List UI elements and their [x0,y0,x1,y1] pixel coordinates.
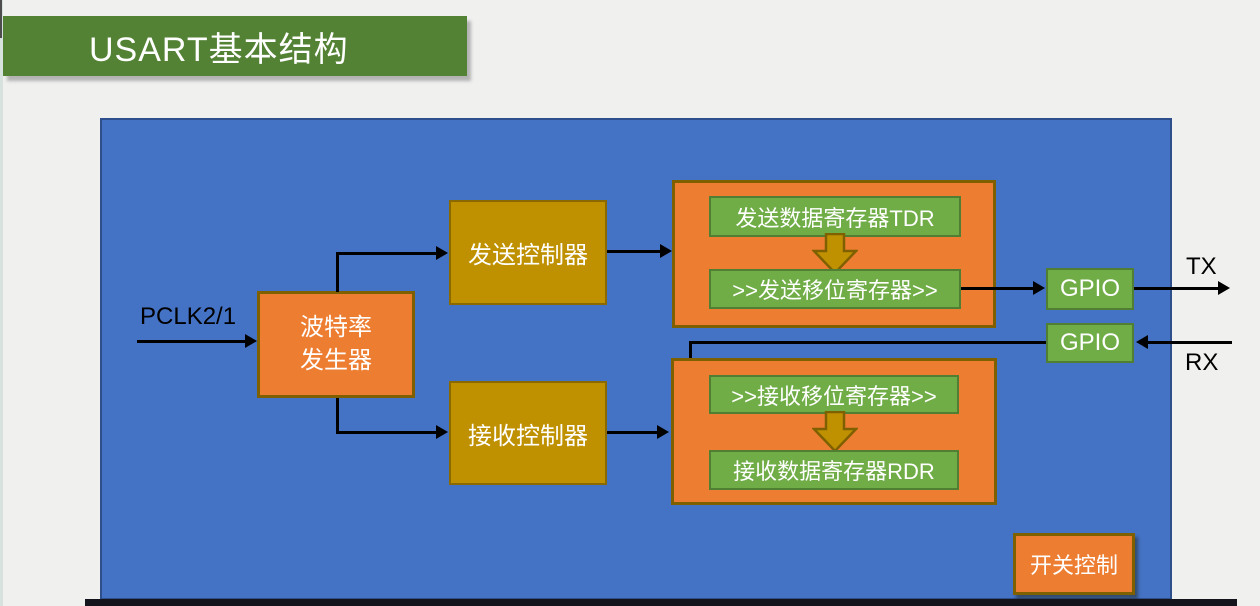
gpio-tx-label: GPIO [1059,275,1120,302]
title-bar: USART基本结构 [3,16,467,76]
gpio-to-rxshift-line-horizontal [689,341,1046,344]
tx-pin-label: TX [1186,253,1217,280]
tx-controller-arrowhead-icon [660,244,672,258]
rx-controller-box: 接收控制器 [449,381,607,485]
rx-shift-register-box: >>接收移位寄存器>> [709,375,959,414]
shift-to-gpio-arrowhead-icon [1033,281,1045,295]
tx-controller-label: 发送控制器 [468,242,588,269]
pclk-line [137,340,247,343]
rdr-register-box: 接收数据寄存器RDR [709,450,959,490]
baud-to-tx-line-horizontal [336,252,436,255]
gpio-tx-box: GPIO [1046,268,1134,310]
baud-to-rx-line-horizontal [336,431,436,434]
tx-out-line [1134,287,1220,290]
baud-to-tx-line-vertical [336,252,339,292]
tdr-register-box: 发送数据寄存器TDR [709,196,961,237]
tx-controller-box: 发送控制器 [449,200,607,305]
pclk-label: PCLK2/1 [140,303,237,330]
screen-left-edge [0,0,3,606]
switch-control-box: 开关控制 [1013,533,1135,595]
rx-shift-register-label: >>接收移位寄存器>> [731,383,937,409]
tx-shift-register-box: >>发送移位寄存器>> [709,269,961,309]
gpio-rx-box: GPIO [1046,323,1134,363]
tx-out-arrowhead-icon [1218,281,1230,295]
page-title: USART基本结构 [89,30,349,69]
shift-to-rdr-arrow-icon [812,411,858,453]
baud-to-rx-arrowhead-icon [436,425,448,439]
tdr-register-label: 发送数据寄存器TDR [735,205,935,231]
rx-controller-out-line [607,431,659,434]
gpio-rx-label: GPIO [1059,329,1120,356]
rx-controller-label: 接收控制器 [468,422,588,450]
baud-generator-label: 波特率 发生器 [300,314,372,374]
rx-pin-label: RX [1185,349,1219,376]
rx-in-line [1147,341,1232,344]
tx-controller-out-line [607,250,662,253]
pclk-arrowhead-icon [245,334,257,348]
shift-to-gpio-line [961,287,1035,290]
screen-corner-notch [0,0,2,38]
switch-control-label: 开关控制 [1029,553,1118,578]
bottom-dark-strip [85,599,1237,606]
rx-in-arrowhead-icon [1136,335,1148,349]
baud-to-tx-arrowhead-icon [436,246,448,260]
tx-shift-register-label: >>发送移位寄存器>> [732,278,938,303]
baud-to-rx-line-vertical [336,398,339,434]
baud-generator-box: 波特率 发生器 [257,291,415,398]
rdr-register-label: 接收数据寄存器RDR [733,459,935,484]
tdr-to-shift-arrow-icon [812,233,858,275]
rx-controller-arrowhead-icon [657,425,669,439]
